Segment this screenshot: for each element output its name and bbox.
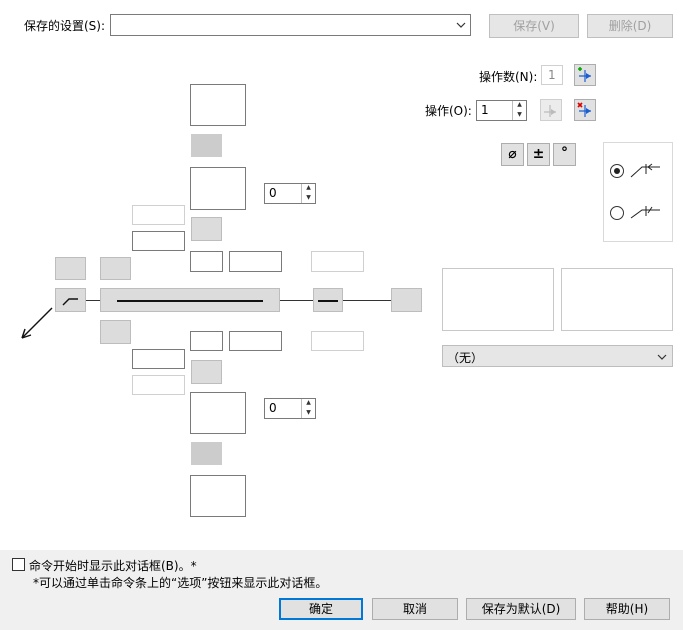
- op-label: 操作(O):: [425, 104, 472, 118]
- footer-panel: 命令开始时显示此对话框(B)。* *可以通过单击命令条上的“选项”按钮来显示此对…: [0, 550, 683, 630]
- left-symbol-button-3[interactable]: [100, 320, 131, 344]
- lower-text-box-1[interactable]: [190, 392, 246, 434]
- op-count-label: 操作数(N):: [479, 70, 538, 84]
- help-button[interactable]: 帮助(H): [584, 598, 670, 620]
- spin-up-icon[interactable]: ▲: [512, 101, 526, 111]
- show-dialog-label: 命令开始时显示此对话框(B)。*: [29, 559, 197, 573]
- lower-left-field-2[interactable]: [132, 375, 185, 395]
- leader-start-button[interactable]: [55, 288, 86, 312]
- lower-value-field[interactable]: [229, 331, 282, 351]
- lower-small-field[interactable]: [190, 331, 223, 351]
- saved-settings-combo[interactable]: [110, 14, 471, 36]
- spin-down-icon[interactable]: ▼: [301, 193, 315, 203]
- op-value: 1: [481, 103, 489, 117]
- plusminus-symbol-button[interactable]: ±: [527, 143, 550, 166]
- upper-right-field[interactable]: [311, 251, 364, 272]
- leader-style-radio-2[interactable]: [610, 206, 624, 220]
- spin-up-icon[interactable]: ▲: [301, 184, 315, 194]
- spin-down-icon[interactable]: ▼: [512, 110, 526, 120]
- upper-symbol-button-2[interactable]: [191, 217, 222, 241]
- left-symbol-button-2[interactable]: [100, 257, 131, 280]
- lower-text-box-2[interactable]: [190, 475, 246, 517]
- chevron-down-icon: [456, 22, 466, 28]
- chevron-down-icon: [657, 354, 667, 360]
- upper-symbol-button-1[interactable]: [191, 134, 222, 157]
- remove-operation-button[interactable]: [574, 99, 596, 121]
- main-dimension-line-button[interactable]: [100, 288, 280, 312]
- save-settings-button[interactable]: 保存(V): [489, 14, 579, 38]
- save-default-button[interactable]: 保存为默认(D): [466, 598, 576, 620]
- style-dropdown-value: （无）: [447, 351, 484, 365]
- saved-settings-label: 保存的设置(S):: [24, 19, 106, 33]
- leader-style-radio-1[interactable]: [610, 164, 624, 178]
- upper-left-field-2[interactable]: [132, 231, 185, 251]
- left-symbol-button-1[interactable]: [55, 257, 86, 280]
- leader-style-group: [603, 142, 673, 242]
- disabled-op-button[interactable]: [540, 99, 562, 121]
- cancel-button[interactable]: 取消: [372, 598, 458, 620]
- lower-symbol-button-2[interactable]: [191, 442, 222, 465]
- leader-style-2-icon: [630, 206, 660, 219]
- op-count-value: 1: [548, 68, 556, 82]
- op-count-field[interactable]: 1: [541, 65, 563, 85]
- right-end-button[interactable]: [391, 288, 422, 312]
- spin-down-icon[interactable]: ▼: [301, 408, 315, 418]
- diameter-symbol-button[interactable]: ⌀: [501, 143, 524, 166]
- leader-icon: [62, 298, 78, 306]
- add-operation-button[interactable]: [574, 64, 596, 86]
- remove-op-icon: [577, 102, 591, 117]
- preview-box-left: [442, 268, 554, 331]
- op-spinner[interactable]: 1 ▲ ▼: [476, 100, 527, 121]
- preview-box-right: [561, 268, 673, 331]
- leader-style-1-icon: [630, 163, 660, 178]
- ok-button[interactable]: 确定: [279, 598, 363, 620]
- upper-value-field[interactable]: [229, 251, 282, 272]
- delete-settings-button[interactable]: 删除(D): [587, 14, 673, 38]
- lower-symbol-button-1[interactable]: [191, 360, 222, 384]
- upper-left-field-1[interactable]: [132, 205, 185, 225]
- add-op-icon: [578, 67, 591, 82]
- footer-note: *可以通过单击命令条上的“选项”按钮来显示此对话框。: [33, 576, 328, 590]
- disabled-op-icon: [544, 105, 556, 117]
- upper-text-box-1[interactable]: [190, 84, 246, 126]
- style-dropdown[interactable]: （无）: [442, 345, 673, 367]
- lower-left-field-1[interactable]: [132, 349, 185, 369]
- show-dialog-checkbox[interactable]: [12, 558, 25, 571]
- lower-count-spinner[interactable]: 0 ▲ ▼: [264, 398, 316, 419]
- degree-symbol-button[interactable]: °: [553, 143, 576, 166]
- right-line-button[interactable]: [313, 288, 343, 312]
- lower-count-value: 0: [269, 401, 277, 415]
- spin-up-icon[interactable]: ▲: [301, 399, 315, 409]
- upper-small-field[interactable]: [190, 251, 223, 272]
- leader-arrow-icon: [21, 307, 53, 339]
- upper-text-box-2[interactable]: [190, 167, 246, 210]
- upper-count-value: 0: [269, 186, 277, 200]
- lower-right-field[interactable]: [311, 331, 364, 351]
- upper-count-spinner[interactable]: 0 ▲ ▼: [264, 183, 316, 204]
